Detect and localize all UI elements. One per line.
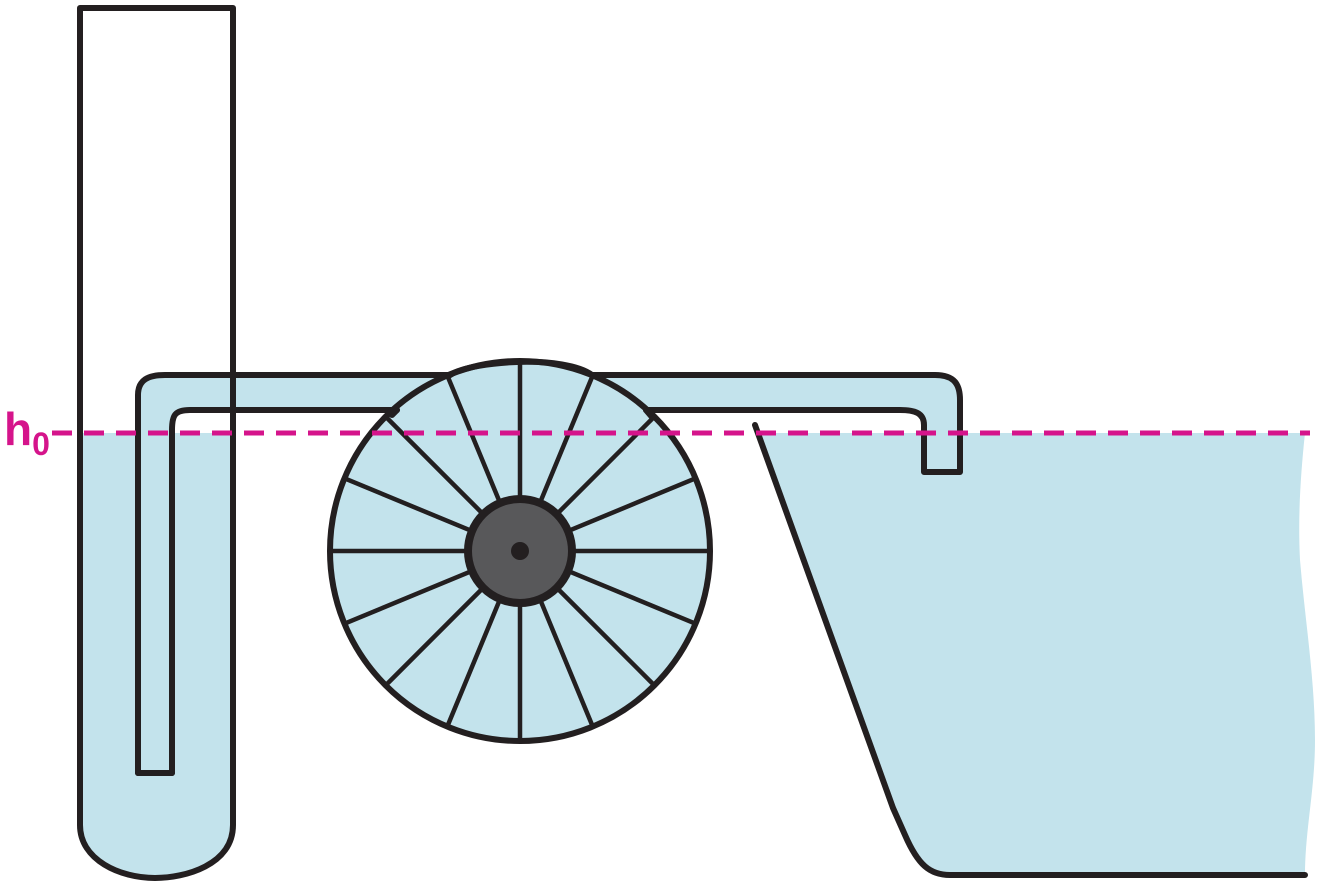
wheel-axle: [511, 542, 529, 560]
wheel-spoke: [445, 374, 503, 504]
wheel-spoke: [343, 568, 473, 626]
siphon-pipe-inner: [169, 407, 400, 776]
wheel-spoke: [555, 586, 656, 687]
outlet-pipe-outer: [589, 372, 963, 475]
wheel-spoke: [537, 598, 595, 728]
h0-label-main: h: [4, 403, 32, 455]
wheel-spoke: [567, 568, 697, 626]
wheel-spoke: [567, 476, 697, 534]
wheel-spoke: [445, 598, 503, 728]
wheel-spokes: [330, 361, 710, 741]
wheel-spoke: [343, 476, 473, 534]
wheel-spoke: [537, 374, 595, 504]
wheel-spoke: [384, 586, 485, 687]
h0-label: h0: [4, 403, 50, 462]
reservoir-wall: [752, 422, 1308, 878]
waterwheel: [327, 358, 713, 744]
siphon-pipe-outer: [135, 372, 453, 776]
reservoir-water: [755, 433, 1315, 875]
left-tube-outline: [77, 5, 236, 881]
wheel-spoke: [384, 415, 485, 516]
outlet-pipe-water: [592, 375, 960, 472]
h0-label-subscript: 0: [32, 426, 50, 462]
